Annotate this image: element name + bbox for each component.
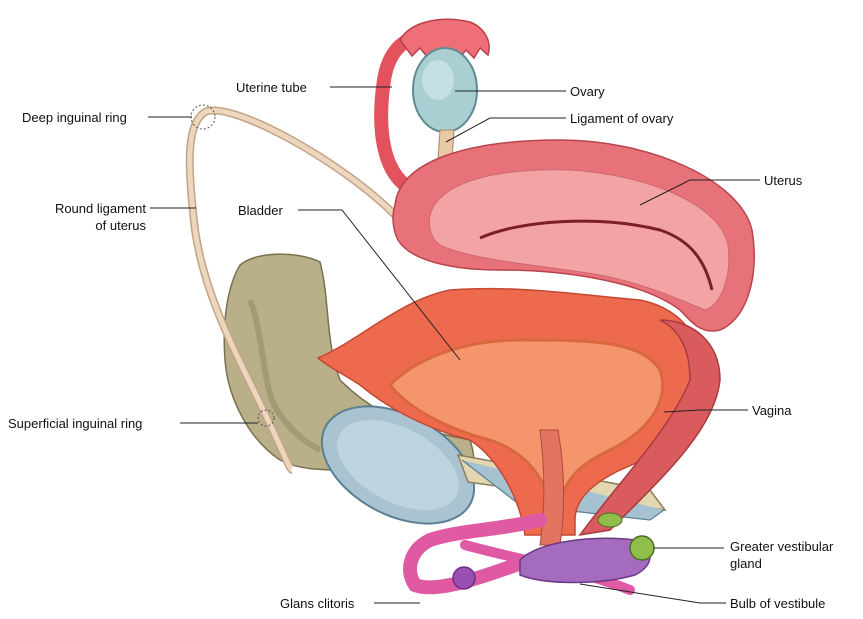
label-greater-vestibular-line2: gland (730, 556, 762, 571)
label-bulb-of-vestibule: Bulb of vestibule (730, 596, 825, 611)
label-round-ligament-line1: Round ligament (30, 201, 146, 216)
label-vagina: Vagina (752, 403, 792, 418)
label-uterine-tube: Uterine tube (236, 80, 307, 95)
glans-clitoris (453, 567, 475, 589)
label-superficial-inguinal-ring: Superficial inguinal ring (8, 416, 142, 431)
label-bladder: Bladder (238, 203, 283, 218)
label-uterus: Uterus (764, 173, 802, 188)
label-ligament-of-ovary: Ligament of ovary (570, 111, 673, 126)
ovary-highlight (422, 60, 454, 100)
leader-bulb-of-vestibule (580, 584, 726, 603)
label-round-ligament-line2: of uterus (30, 218, 146, 233)
label-greater-vestibular-line1: Greater vestibular (730, 539, 833, 554)
greater-vestibular-gland (630, 536, 654, 560)
vestibular-gland-small (598, 513, 622, 527)
label-deep-inguinal-ring: Deep inguinal ring (22, 110, 127, 125)
label-glans-clitoris: Glans clitoris (280, 596, 354, 611)
urethra (540, 430, 564, 545)
uterine-tube (381, 36, 420, 185)
label-ovary: Ovary (570, 84, 605, 99)
